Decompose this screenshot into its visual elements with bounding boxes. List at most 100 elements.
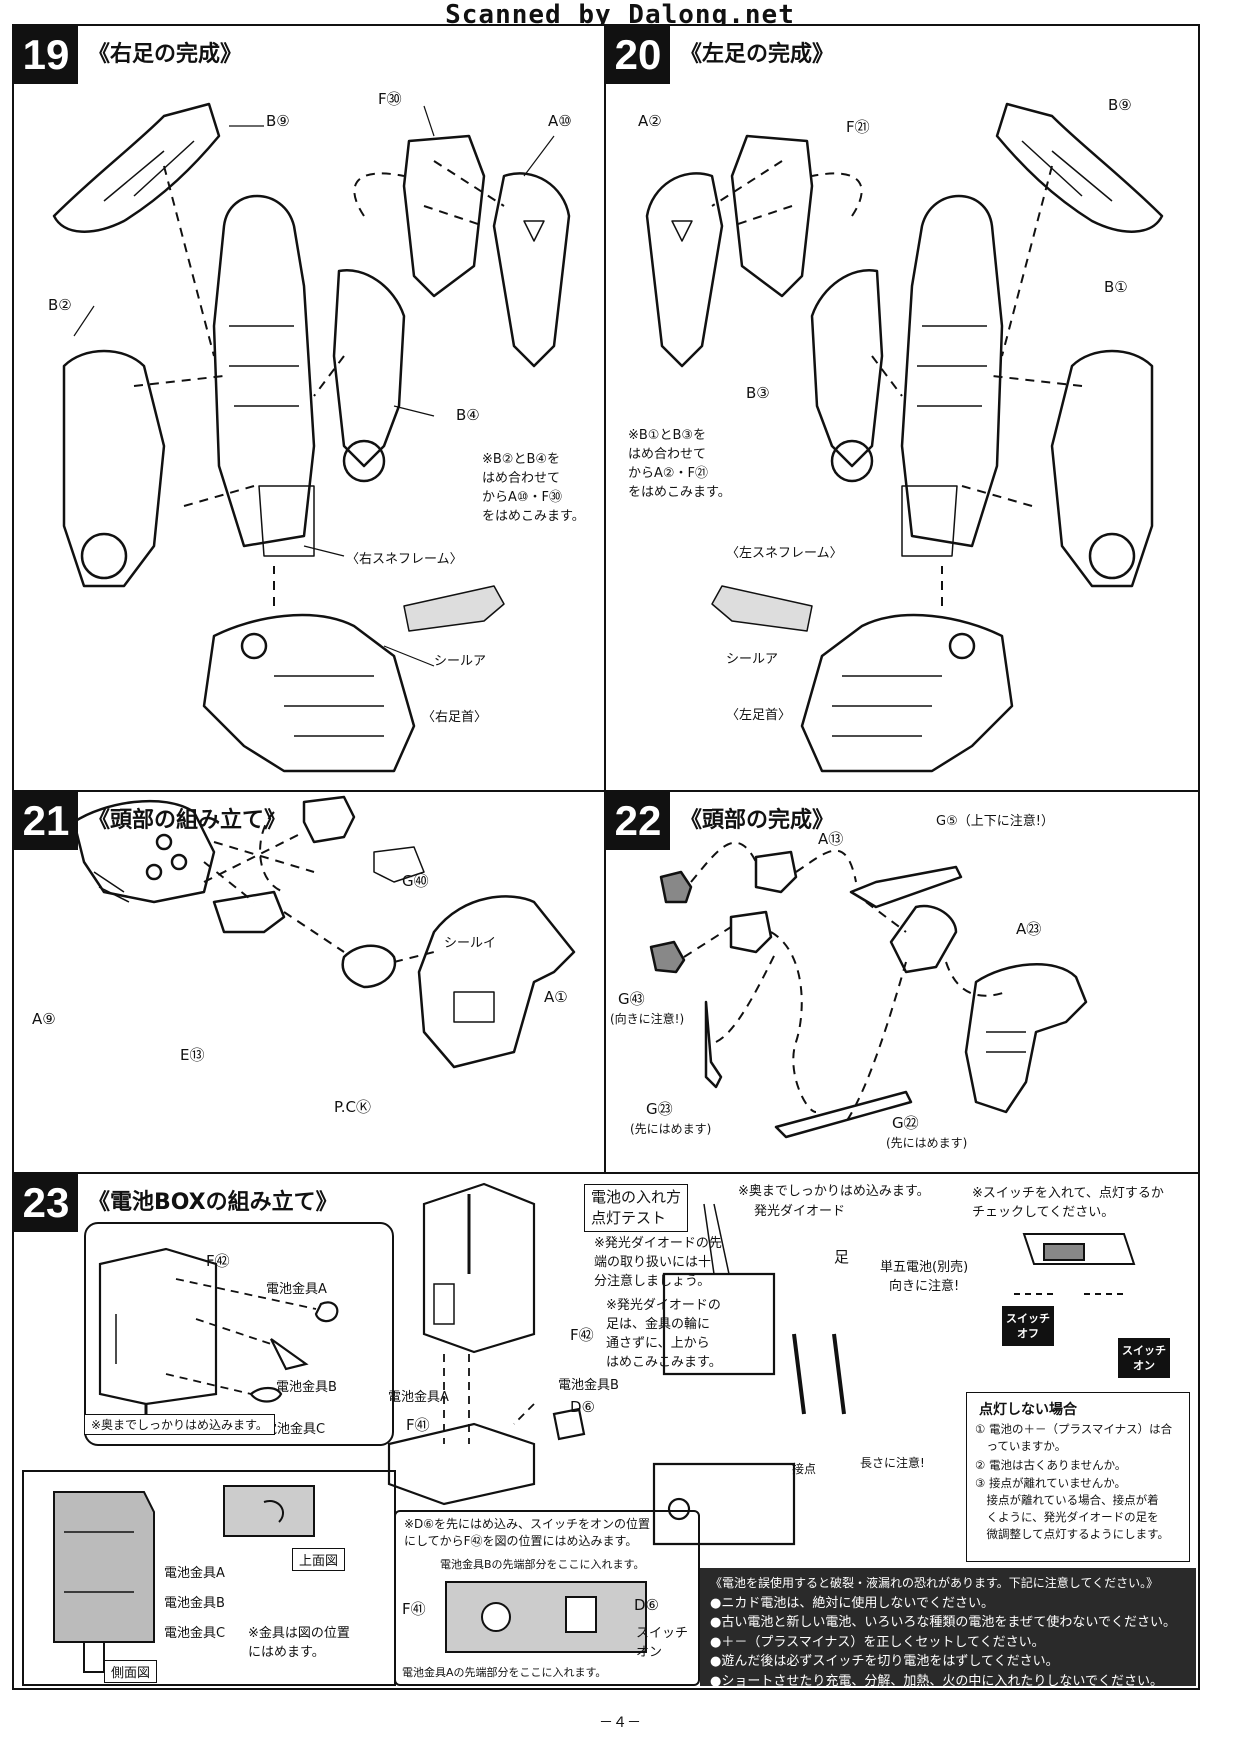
warning-item: ●遊んだ後は必ずスイッチを切り電池をはずしてください。 (710, 1654, 1059, 1670)
label-a10: A⑩ (548, 112, 572, 130)
side-view-illustration (53, 1485, 315, 1673)
bubble-note: ※D⑥を先にはめ込み、スイッチをオンの位置 にしてからF㊷を図の位置にはめ込みま… (404, 1517, 651, 1548)
troubleshooting-item-2: ② 電池は古くありませんか。 (975, 1458, 1127, 1472)
label-g23: G㉓ (646, 1100, 673, 1118)
label-e13: E⑬ (180, 1046, 205, 1064)
switch-top-view-illustration (445, 1581, 647, 1653)
step-number: 23 (14, 1174, 78, 1232)
label-b9: B⑨ (1108, 96, 1132, 114)
troubleshooting-item-3: ③ 接点が離れていませんか。 接点が離れている場合、接点が着 くように、発光ダイ… (975, 1476, 1170, 1541)
left-box-note: ※奥までしっかりはめ込みます。 (84, 1414, 275, 1435)
label-contact-b: 電池金具B (276, 1380, 337, 1395)
label-a2: A② (638, 112, 662, 130)
bubble-label-f41: F㊶ (402, 1600, 426, 1618)
label-contact-point: 接点 (792, 1462, 817, 1476)
battery-box-contacts-illustration (98, 1247, 339, 1429)
bubble-top-label: 電池金具Bの先端部分をここに入れます。 (440, 1558, 645, 1571)
battery-test-heading: 電池の入れ方 点灯テスト (584, 1184, 689, 1232)
side-label-contact-c: 電池金具C (164, 1626, 226, 1641)
head-assembly-illustration (72, 795, 576, 1069)
label-b2: B② (48, 296, 72, 314)
switch-on-label: スイッチ オン (1118, 1338, 1170, 1378)
label-g40: G㊵ (402, 872, 429, 890)
warning-title: 《電池を誤使用すると破裂・液漏れの恐れがあります。下記に注意してください。》 (710, 1576, 1159, 1590)
step-number: 21 (14, 792, 78, 850)
side-view-note: ※金具は図の位置 にはめます。 (248, 1626, 350, 1660)
assembly-note: ※B②とB④を はめ合わせて からA⑩・F㉚ をはめこみます。 (482, 452, 585, 524)
step-title: 《頭部の組み立て》 (88, 808, 287, 833)
step-title: 《左足の完成》 (680, 42, 835, 67)
label-right-ankle: 〈右足首〉 (422, 710, 488, 725)
label-g23-note: (先にはめます) (630, 1122, 712, 1136)
step-23-panel: 23 《電池BOXの組み立て》 F㊷ 電池金具A 電池金具B 電池金具C ※奥ま… (12, 1172, 1200, 1690)
side-view-box: 電池金具A 電池金具B 電池金具C 側面図 上面図 ※金具は図の位置 にはめます… (22, 1470, 396, 1686)
battery-box-illustration (387, 1182, 846, 1546)
led-leg-note: ※発光ダイオードの 足は、金具の輪に 通さずに、上から はめこみこみます。 (606, 1298, 722, 1370)
center-label-f42: F㊷ (570, 1326, 594, 1344)
step-19-panel: 19 《右足の完成》 (12, 24, 606, 792)
step-title: 《右足の完成》 (88, 42, 243, 67)
bubble-bottom-label: 電池金具Aの先端部分をここに入れます。 (402, 1666, 607, 1679)
label-led-leg: 足 (834, 1248, 850, 1266)
label-b3: B③ (746, 384, 770, 402)
label-g43: G㊸ (618, 990, 645, 1008)
led-handling-note: ※発光ダイオードの先 端の取り扱いには十 分注意しましょう。 (594, 1236, 722, 1289)
center-label-contact-a: 電池金具A (388, 1390, 449, 1405)
label-f30: F㉚ (378, 90, 402, 108)
label-left-ankle: 〈左足首〉 (726, 708, 792, 723)
bubble-switch-on: スイッチ オン (636, 1626, 689, 1660)
label-g5: G⑤（上下に注意!） (936, 814, 1054, 829)
contact-fitting-box: F㊷ 電池金具A 電池金具B 電池金具C ※奥までしっかりはめ込みます。 (84, 1222, 394, 1446)
head-completion-illustration (649, 841, 1088, 1139)
warning-item: ●＋－（プラスマイナス）を正しくセットしてください。 (710, 1634, 1045, 1650)
label-a1: A① (544, 988, 568, 1006)
label-b1: B① (1104, 278, 1128, 296)
battery-warning-box: 《電池を誤使用すると破裂・液漏れの恐れがあります。下記に注意してください。》 ●… (700, 1568, 1196, 1689)
label-length-caution: 長さに注意! (860, 1456, 925, 1470)
troubleshooting-box: 点灯しない場合 ① 電池の＋－（プラスマイナス）は合 っていますか。 ② 電池は… (966, 1392, 1190, 1562)
center-label-f41: F㊶ (406, 1416, 430, 1434)
label-a23: A㉓ (1016, 920, 1042, 938)
label-pc-k: P.CⓀ (334, 1098, 371, 1116)
step-number: 22 (606, 792, 670, 850)
assembly-note: ※B①とB③を はめ合わせて からA②・F㉑ をはめこみます。 (628, 428, 731, 500)
label-f42: F㊷ (206, 1252, 230, 1270)
troubleshooting-title: 点灯しない場合 (979, 1402, 1077, 1418)
battery-top-note: ※奥までしっかりはめ込みます。 (738, 1184, 930, 1199)
battery-orientation-note: 単五電池(別売) 向きに注意! (880, 1260, 969, 1294)
step-22-panel: 22 《頭部の完成》 A⑬ G⑤（上下に注意!） A㉓ G㊸ (向きに注意!) … (604, 790, 1200, 1174)
step-title: 《電池BOXの組み立て》 (88, 1190, 338, 1215)
label-a9: A⑨ (32, 1010, 56, 1028)
label-seal-a: シールア (434, 654, 487, 669)
label-led: 発光ダイオード (754, 1204, 846, 1219)
left-leg-illustration (645, 102, 1164, 773)
switch-check-note: ※スイッチを入れて、点灯するか チェックしてください。 (972, 1186, 1164, 1220)
step-number: 20 (606, 26, 670, 84)
warning-item: ●ショートさせたり充電、分解、加熱、火の中に入れたりしないでください。 (710, 1673, 1163, 1689)
center-label-d6: D⑥ (570, 1398, 595, 1416)
step-21-panel: 21 《頭部の組み立て》 G㊵ シールイ A① A⑨ E⑬ P.CⓀ (12, 790, 606, 1174)
step-title: 《頭部の完成》 (680, 808, 835, 833)
warning-item: ●古い電池と新しい電池、いろいろな種類の電池をまぜて使わないでください。 (710, 1615, 1176, 1631)
label-contact-c: 電池金具C (264, 1422, 326, 1437)
label-a13: A⑬ (818, 830, 844, 848)
side-label-contact-b: 電池金具B (164, 1596, 225, 1611)
label-g22-note: (先にはめます) (886, 1136, 968, 1150)
label-b9: B⑨ (266, 112, 290, 130)
label-contact-a: 電池金具A (266, 1282, 327, 1297)
label-g43-note: (向きに注意!) (610, 1012, 685, 1026)
troubleshooting-item-1: ① 電池の＋－（プラスマイナス）は合 っていますか。 (975, 1422, 1173, 1453)
label-g22: G㉒ (892, 1114, 919, 1132)
top-view-label: 上面図 (292, 1548, 346, 1571)
warning-item: ●ニカド電池は、絶対に使用しないでください。 (710, 1595, 994, 1611)
label-right-shin-frame: 〈右スネフレーム〉 (346, 552, 463, 567)
step-20-panel: 20 《左足の完成》 (604, 24, 1200, 792)
page-number: －４－ (599, 1715, 641, 1731)
label-seal-a: シールア (726, 652, 779, 667)
right-leg-illustration (52, 102, 571, 773)
switch-fitting-box: ※D⑥を先にはめ込み、スイッチをオンの位置 にしてからF㊷を図の位置にはめ込みま… (394, 1510, 700, 1686)
label-b4: B④ (456, 406, 480, 424)
bubble-label-d6: D⑥ (634, 1596, 659, 1614)
label-seal-i: シールイ (444, 936, 497, 951)
label-f21: F㉑ (846, 118, 870, 136)
